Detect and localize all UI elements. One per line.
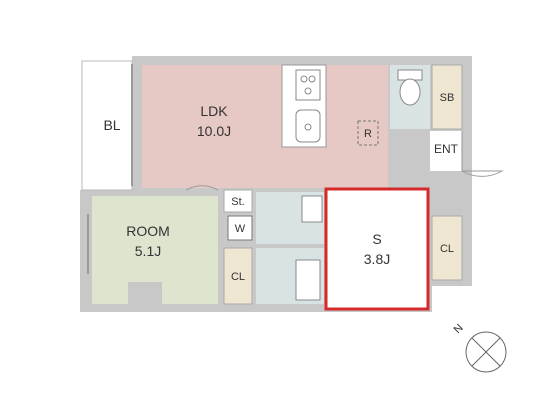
kitchen-sink bbox=[295, 109, 321, 143]
service-closet-label: CL bbox=[440, 243, 454, 255]
bathtub bbox=[295, 259, 321, 301]
room-name: ROOM bbox=[126, 223, 170, 239]
vanity-sink bbox=[301, 195, 323, 223]
compass-north: N bbox=[452, 322, 466, 336]
shoe-box-label: SB bbox=[440, 92, 455, 104]
ldk-size: 10.0J bbox=[197, 123, 231, 139]
refrigerator-space bbox=[357, 120, 379, 146]
compass: N bbox=[452, 322, 507, 373]
entrance-door bbox=[461, 131, 504, 177]
storage-label: St. bbox=[231, 196, 244, 208]
shoe-box bbox=[431, 64, 463, 130]
room-size: 5.1J bbox=[135, 243, 161, 259]
compass-ring bbox=[465, 331, 507, 373]
entrance-label: ENT bbox=[434, 142, 459, 156]
entrance-floor bbox=[430, 131, 462, 171]
ldk-floor bbox=[142, 65, 388, 188]
refrigerator-label: R bbox=[364, 128, 372, 140]
balcony-label: BL bbox=[103, 117, 120, 133]
service-room bbox=[324, 187, 430, 311]
ldk-name: LDK bbox=[200, 103, 228, 119]
washer-space bbox=[227, 215, 253, 241]
toilet-bowl bbox=[399, 78, 421, 106]
washer-label: W bbox=[235, 223, 246, 235]
stove bbox=[295, 69, 321, 101]
service-size: 3.8J bbox=[364, 251, 390, 267]
room-floor bbox=[92, 196, 218, 304]
storage bbox=[223, 189, 253, 213]
service-name: S bbox=[372, 231, 381, 247]
room-door bbox=[185, 185, 219, 191]
room-closet bbox=[223, 247, 253, 305]
room-closet-label: CL bbox=[231, 271, 245, 283]
service-closet bbox=[431, 215, 463, 281]
